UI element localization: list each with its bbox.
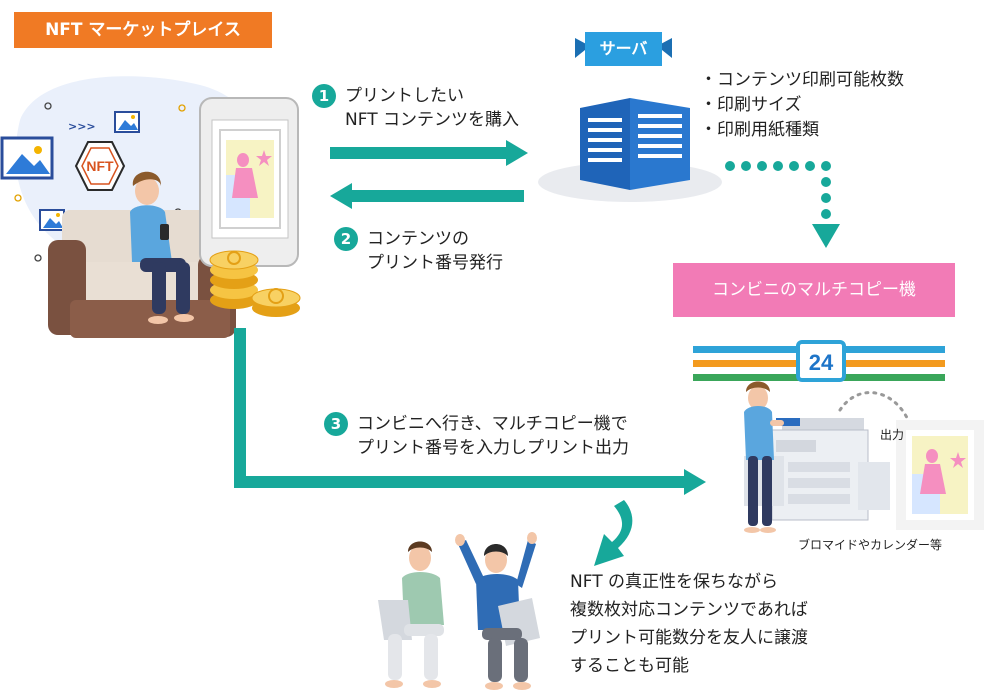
step-1-line: プリントしたい — [345, 86, 464, 106]
arrow-issue — [330, 183, 524, 209]
decor-dot — [44, 102, 52, 110]
decor-dot — [34, 254, 42, 262]
server-icon — [538, 98, 722, 202]
marketplace-label: NFT マーケットプレイス — [14, 12, 272, 48]
transfer-note: NFT の真正性を保ちながら 複数枚対応コンテンツであれば プリント可能数分を友… — [570, 568, 808, 680]
arrow-transfer — [594, 500, 633, 566]
nft-badge-icon — [74, 141, 126, 191]
step-number-3: 3 — [324, 412, 348, 436]
store-number: 24 — [809, 350, 834, 375]
step-1-text: プリントしたい NFT コンテンツを購入 — [345, 84, 519, 132]
image-icon — [114, 111, 140, 133]
printed-photo-icon — [896, 420, 984, 530]
man-with-laptop-icon — [378, 541, 444, 688]
server-specs: ・コンテンツ印刷可能枚数 ・印刷サイズ ・印刷用紙種類 — [700, 68, 904, 143]
image-icon — [39, 209, 65, 231]
smartphone-icon — [199, 97, 299, 267]
step-2-line: プリント番号発行 — [367, 253, 503, 273]
step-3-line: プリント番号を入力しプリント出力 — [357, 438, 629, 458]
spec-item: ・印刷サイズ — [700, 95, 802, 115]
output-dotted-curve — [838, 391, 914, 432]
woman-with-phone-icon — [130, 171, 194, 324]
woman-at-copier-icon — [744, 381, 784, 533]
step-number-2: 2 — [334, 227, 358, 251]
step-2-text: コンテンツの プリント番号発行 — [367, 227, 503, 275]
server-flag — [575, 32, 672, 66]
print-examples-label: ブロマイドやカレンダー等 — [798, 538, 943, 552]
step-3-line: コンビニへ行き、マルチコピー機で — [357, 414, 628, 434]
decor-dot — [178, 104, 186, 112]
note-line: することも可能 — [570, 656, 689, 676]
dotted-connector — [725, 161, 840, 248]
note-line: NFT の真正性を保ちながら — [570, 572, 778, 592]
spec-item: ・コンテンツ印刷可能枚数 — [700, 70, 904, 90]
spec-item: ・印刷用紙種類 — [700, 120, 819, 140]
note-line: プリント可能数分を友人に譲渡 — [570, 628, 808, 648]
output-label: 出力 — [880, 428, 905, 442]
coin-stack-icon — [209, 250, 301, 317]
image-icon — [0, 136, 54, 180]
decor-dot — [14, 194, 22, 202]
step-number-1: 1 — [312, 84, 336, 108]
arrow-print — [234, 328, 706, 495]
step-2-line: コンテンツの — [367, 229, 469, 249]
server-label: サーバ — [599, 39, 648, 58]
step-1-line: NFT コンテンツを購入 — [345, 110, 519, 130]
arrows-glyph: >>> — [68, 120, 96, 133]
store-sign-icon — [693, 340, 945, 382]
convenience-store-label: コンビニのマルチコピー機 — [673, 263, 955, 317]
nft-badge-label: NFT — [86, 158, 114, 174]
step-3-text: コンビニへ行き、マルチコピー機で プリント番号を入力しプリント出力 — [357, 412, 629, 460]
man-cheering-icon — [455, 532, 540, 690]
arrow-purchase — [330, 140, 528, 166]
note-line: 複数枚対応コンテンツであれば — [570, 600, 808, 620]
copier-icon — [744, 418, 890, 521]
